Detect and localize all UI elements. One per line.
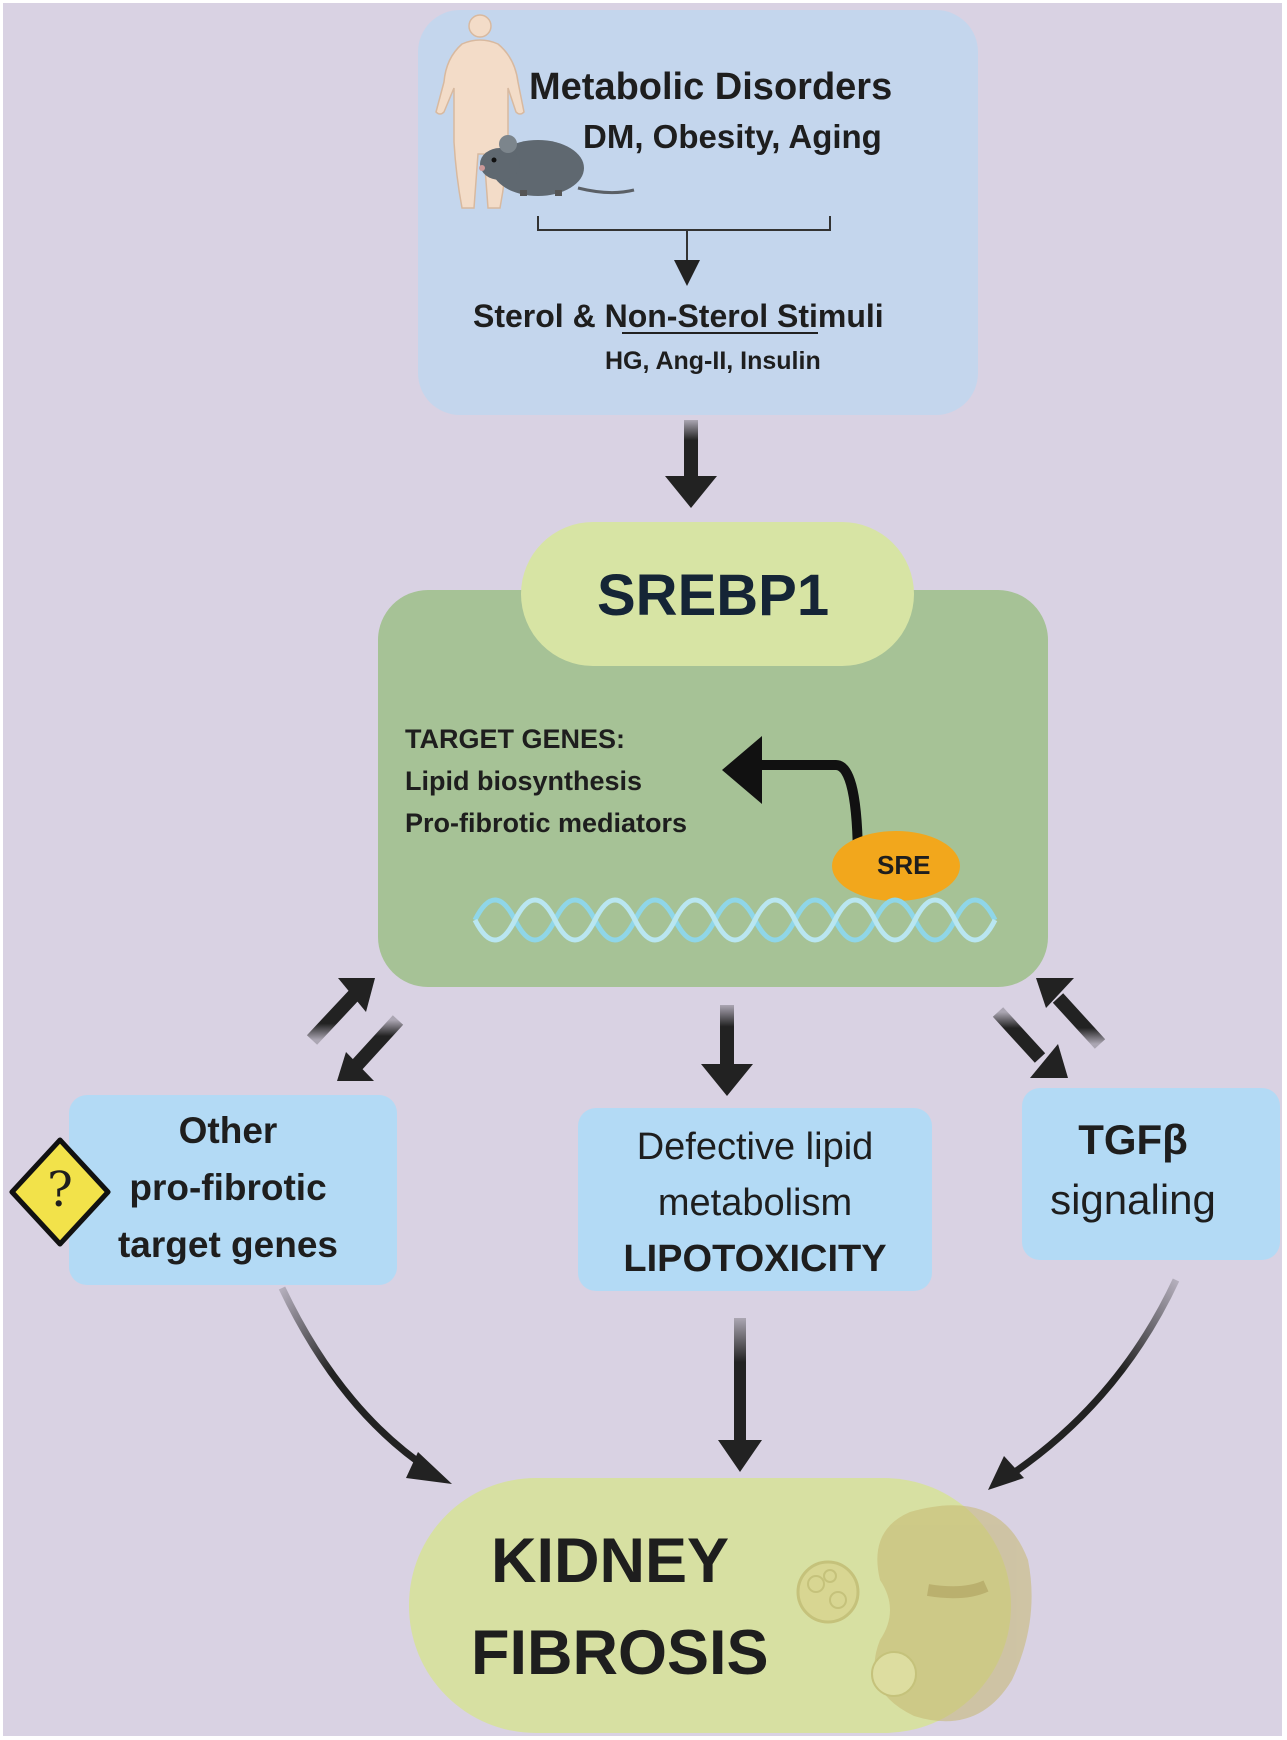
arrow-stimuli-to-srebp1 — [665, 420, 717, 508]
srebp1-pill — [521, 522, 914, 666]
other-target-genes-box — [69, 1095, 397, 1285]
arrow-right-bidirectional — [992, 978, 1106, 1078]
sre-element — [832, 831, 960, 901]
small-down-arrow-head — [674, 260, 700, 286]
kidney-fibrosis-line1: KIDNEY — [491, 1526, 730, 1596]
stimuli-prefix: Sterol & — [473, 298, 605, 334]
transcription-arrow — [722, 736, 863, 866]
lipotoxicity-line1: Defective lipid — [636, 1126, 874, 1168]
kidney-icon — [796, 1505, 1032, 1722]
tgfb-label: TGFβ — [1078, 1116, 1188, 1163]
arrow-right-to-kidney-fibrosis — [988, 1278, 1180, 1490]
other-label-line2: pro-fibrotic — [129, 1167, 327, 1208]
other-label-line3: target genes — [117, 1224, 338, 1265]
arrow-left-to-kidney-fibrosis — [278, 1286, 452, 1484]
arrow-middle-to-kidney-fibrosis — [718, 1318, 762, 1472]
lipotoxicity-box — [578, 1108, 932, 1291]
arrow-srebp1-to-lipotoxicity — [701, 1005, 753, 1096]
srebp1-label: SREBP1 — [597, 563, 830, 628]
bracket-connector — [537, 216, 831, 266]
dna-icon — [472, 897, 998, 943]
metabolic-disorders-subtitle: DM, Obesity, Aging — [583, 118, 882, 155]
sre-label: SRE — [877, 850, 931, 880]
warning-question-mark: ? — [47, 1162, 73, 1218]
lipotoxicity-line2: metabolism — [657, 1182, 853, 1224]
target-genes-profibrotic: Pro-fibrotic mediators — [405, 808, 688, 838]
arrow-left-bidirectional — [306, 978, 404, 1081]
warning-question-icon — [9, 1137, 111, 1247]
target-genes-lipid: Lipid biosynthesis — [405, 766, 643, 796]
target-genes-heading: TARGET GENES: — [405, 724, 626, 754]
metabolic-disorders-title: Metabolic Disorders — [529, 66, 893, 108]
mouse-icon — [479, 135, 635, 196]
stimuli-non-sterol: Non-Sterol — [604, 298, 778, 334]
lipotoxicity-line3: LIPOTOXICITY — [623, 1238, 887, 1280]
other-label-line1: Other — [178, 1110, 278, 1151]
stimuli-suffix: Stimuli — [777, 298, 884, 334]
tgfb-signaling-box — [1022, 1088, 1280, 1260]
stimuli-examples: HG, Ang-II, Insulin — [605, 347, 821, 375]
kidney-fibrosis-line2: FIBROSIS — [471, 1618, 769, 1688]
stimuli-heading: Sterol & Non-Sterol Stimuli — [473, 298, 884, 335]
tgfb-signaling-label: signaling — [1050, 1176, 1216, 1223]
